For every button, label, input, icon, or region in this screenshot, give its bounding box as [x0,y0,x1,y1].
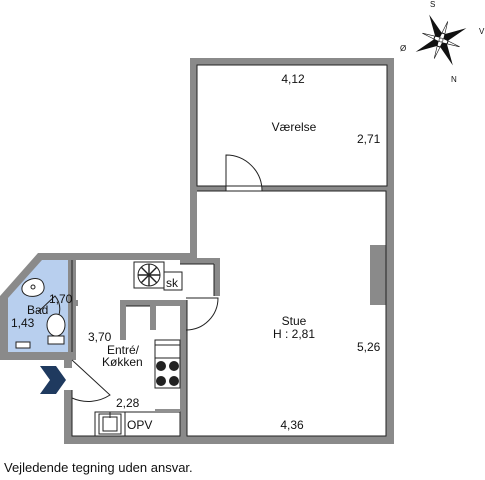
compass-north-label: N [451,75,457,84]
bathroom-fixtures [15,277,66,349]
compass-west-label: V [479,27,485,36]
entrance-arrow [40,366,66,394]
inner-wall-lines [71,64,388,437]
skab-label: sk [166,276,178,290]
vaerelse-depth: 2,71 [357,132,381,146]
compass-east-label: Ø [400,44,407,53]
opvask-label: OPV [127,418,153,432]
stue-height: H : 2,81 [272,327,316,341]
entre-name-line1: Entré/ [107,343,140,357]
kitchen-counter [94,411,181,437]
vaerelse-width: 4,12 [281,72,305,86]
entre-depth: 3,70 [88,330,112,344]
vaerelse-name: Værelse [271,120,317,134]
disclaimer-text: Vejledende tegning uden ansvar. [4,460,193,475]
bad-depth: 1,43 [11,316,35,330]
entre-width: 2,28 [116,396,140,410]
entre-name-line2: Køkken [102,355,143,369]
walls [0,58,394,444]
stue-width: 4,36 [280,418,304,432]
stue-depth: 5,26 [357,340,381,354]
compass-icon [415,14,467,66]
compass-south-label: S [430,0,436,9]
bad-width: 1,70 [49,292,73,306]
stue-name: Stue [281,314,307,328]
ventilation-fan [133,261,183,291]
bad-name: Bad [27,303,49,317]
stove [154,339,181,411]
